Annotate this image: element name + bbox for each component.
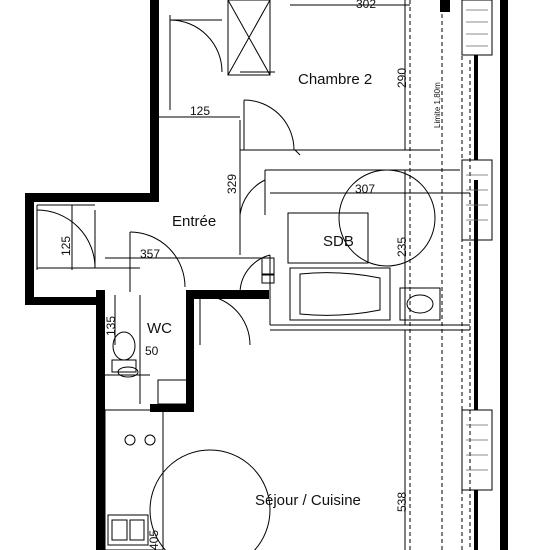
dim-405: 405 (147, 530, 161, 550)
dim-307: 307 (355, 182, 375, 196)
doors (36, 15, 295, 346)
room-label-entree: Entrée (172, 213, 216, 230)
limit-note: Limite 1,80m (433, 82, 442, 128)
dim-329: 329 (225, 174, 239, 194)
dim-50: 50 (145, 344, 159, 358)
turning-circle-living (149, 449, 271, 550)
dim-125-left: 125 (59, 236, 73, 256)
dim-135: 135 (104, 316, 118, 336)
dim-125-top: 125 (190, 104, 210, 118)
dim-290: 290 (395, 68, 409, 88)
kitchen-sink (107, 514, 149, 546)
partitions (36, 0, 470, 550)
room-label-sejour: Séjour / Cuisine (255, 492, 361, 509)
wc-sink (117, 366, 139, 378)
windows (461, 0, 493, 491)
fixtures (107, 149, 441, 550)
turning-circle-sdb (338, 169, 436, 267)
dim-538: 538 (395, 492, 409, 512)
room-label-sdb: SDB (323, 233, 354, 250)
bathtub-inner (299, 272, 381, 316)
room-label-wc: WC (147, 320, 172, 337)
dim-235: 235 (395, 237, 409, 257)
washbasin (399, 287, 441, 321)
bathtub (289, 267, 391, 321)
room-label-chambre2: Chambre 2 (298, 71, 372, 88)
walls (25, 0, 508, 550)
dim-357: 357 (140, 247, 160, 261)
dimension-lines (71, 0, 470, 550)
dim-302: 302 (356, 0, 376, 11)
